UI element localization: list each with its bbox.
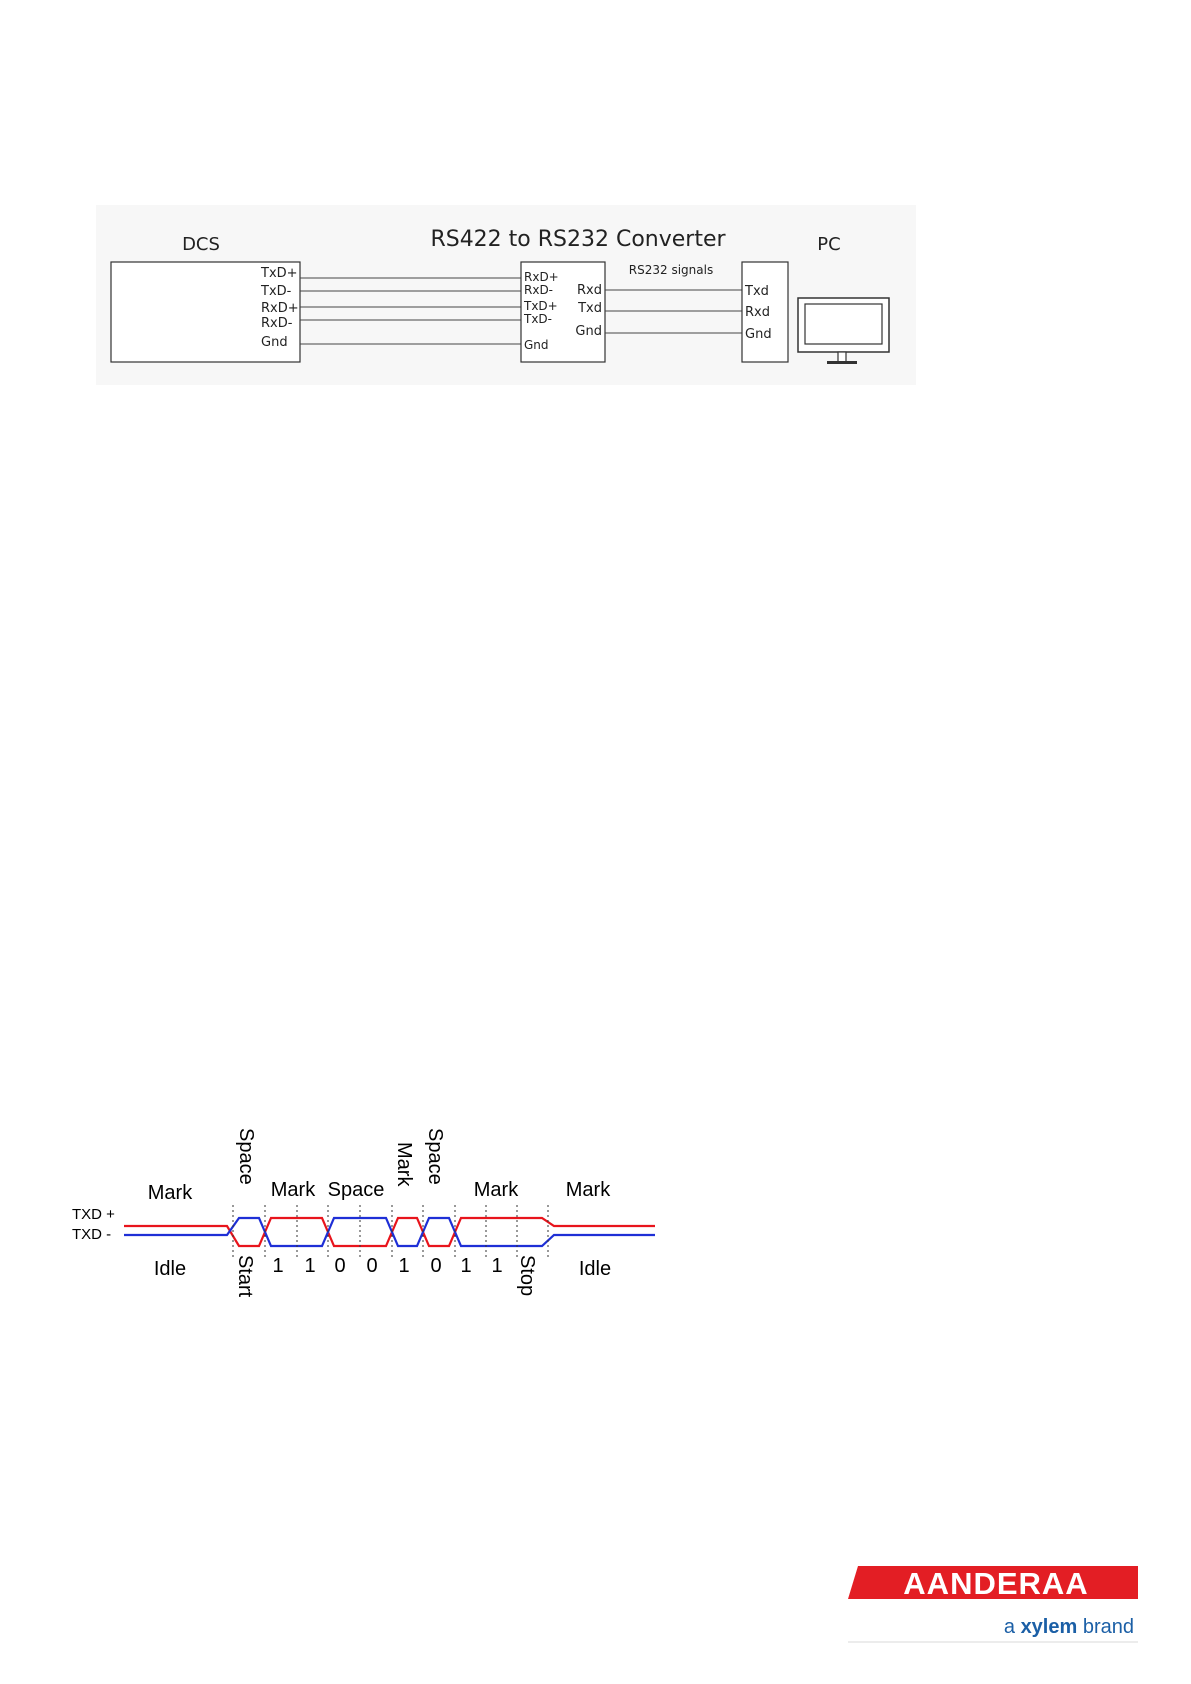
dcs-pin-rxd-minus: RxD- (261, 316, 293, 331)
logo-svg: AANDERAA a xylem brand (848, 1566, 1138, 1644)
dcs-title: DCS (182, 234, 220, 255)
conv-pin-rxd-plus: RxD+ (524, 270, 559, 284)
bottom-label-bit: 1 (491, 1255, 502, 1277)
dcs-pin-txd-minus: TxD- (260, 284, 292, 299)
top-label-space-vertical: Space (424, 1128, 446, 1185)
txd-plus-trace (124, 1218, 655, 1246)
bottom-label-stop: Stop (516, 1255, 538, 1296)
wiring-diagram: DCS RS422 to RS232 Converter PC TxD+ TxD… (0, 0, 1191, 420)
bottom-label-bit: 0 (430, 1255, 441, 1277)
top-label-mark: Mark (271, 1179, 316, 1201)
conv-pin-rxd-minus: RxD- (524, 283, 553, 297)
pc-pin-txd: Txd (744, 284, 769, 299)
top-label-space-start: Space (235, 1128, 257, 1185)
bottom-label-bit: 1 (398, 1255, 409, 1277)
pc-pin-rxd: Rxd (745, 305, 770, 320)
bottom-label-bit: 0 (334, 1255, 345, 1277)
bottom-label-bit: 0 (366, 1255, 377, 1277)
pc-pin-gnd: Gnd (745, 327, 772, 342)
txd-minus-trace (124, 1218, 655, 1246)
bottom-label-bit: 1 (460, 1255, 471, 1277)
aanderaa-logo: AANDERAA a xylem brand (848, 1566, 1138, 1644)
conv-pin-txd-plus: TxD+ (523, 299, 558, 313)
bottom-label-idle: Idle (154, 1258, 186, 1280)
bottom-label-bit: 1 (272, 1255, 283, 1277)
conv-pin-txd: Txd (577, 301, 602, 316)
bottom-label-bit: 1 (304, 1255, 315, 1277)
txd-plus-label: TXD + (72, 1206, 115, 1223)
bottom-label-start: Start (234, 1255, 256, 1298)
logo-tagline: a xylem brand (1004, 1616, 1134, 1638)
rs232-signals-label: RS232 signals (629, 263, 713, 277)
tagline-xylem: xylem (1021, 1616, 1078, 1638)
top-label-mark-idle: Mark (148, 1182, 193, 1204)
tagline-suffix: brand (1083, 1616, 1134, 1638)
top-label-space: Space (328, 1179, 385, 1201)
dcs-pin-gnd: Gnd (261, 335, 288, 350)
top-label-mark-2: Mark (474, 1179, 519, 1201)
txd-minus-label: TXD - (72, 1226, 111, 1243)
top-label-mark-3: Mark (566, 1179, 611, 1201)
pc-title: PC (817, 234, 840, 255)
logo-brand-text: AANDERAA (903, 1566, 1088, 1601)
conv-pin-gnd-left: Gnd (524, 338, 549, 352)
conv-pin-rxd: Rxd (577, 283, 602, 298)
converter-title: RS422 to RS232 Converter (430, 227, 726, 252)
conv-pin-txd-minus: TxD- (523, 312, 552, 326)
conv-pin-gnd-right: Gnd (575, 324, 602, 339)
bottom-label-idle-2: Idle (579, 1258, 611, 1280)
top-label-mark-vertical: Mark (393, 1142, 415, 1187)
dcs-pin-txd-plus: TxD+ (260, 266, 298, 281)
dcs-pin-rxd-plus: RxD+ (261, 301, 299, 316)
